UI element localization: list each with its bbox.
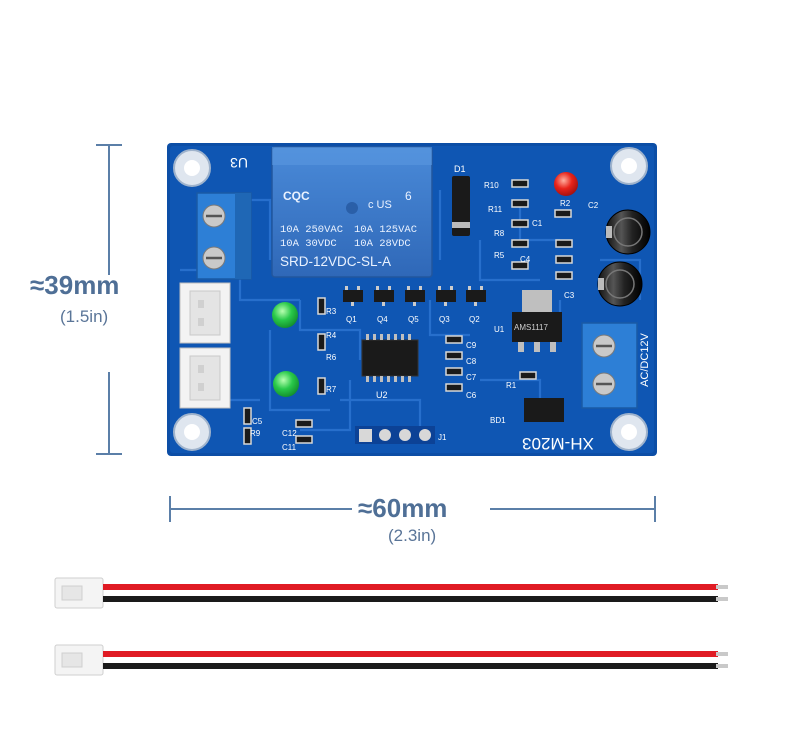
bridge-rectifier: BD1: [490, 398, 564, 425]
transistor-q3: [436, 286, 456, 306]
mounting-hole-bottom-left: [173, 413, 211, 451]
relay-rating-2: 10A 125VAC: [354, 224, 417, 236]
silkscreen-u3: U3: [230, 155, 248, 171]
silkscreen-q5: Q5: [408, 315, 419, 324]
silkscreen-c12: C12: [282, 429, 297, 438]
silkscreen-r9: R9: [250, 429, 261, 438]
logic-ic-u2: U2: [361, 334, 419, 400]
silkscreen-c6: C6: [466, 391, 477, 400]
output-screw-terminal: [196, 192, 252, 280]
relay-rating-4: 10A 28VDC: [354, 238, 411, 250]
silkscreen-c3: C3: [564, 291, 575, 300]
power-led-red: [554, 172, 578, 196]
width-dimension-line: [170, 508, 352, 510]
relay: CQC c US 6 10A 250VAC 10A 125VAC 10A 30V…: [271, 146, 433, 278]
silkscreen-r3: R3: [326, 307, 337, 316]
transistor-q1: [343, 286, 363, 306]
silkscreen-c2: C2: [588, 201, 599, 210]
height-dimension-cap-top: [96, 144, 122, 146]
jumper-wire-1: [54, 577, 728, 609]
transistor-q5: [405, 286, 425, 306]
electrolytic-capacitor-2: [597, 261, 643, 307]
silkscreen-c9: C9: [466, 341, 477, 350]
height-dimension-sublabel: (1.5in): [60, 307, 109, 326]
sensor-connector-1: [179, 282, 231, 344]
silkscreen-j1: J1: [438, 433, 447, 442]
silkscreen-q3: Q3: [439, 315, 450, 324]
relay-ul-mark: c US: [368, 199, 392, 211]
width-dimension-line: [490, 508, 655, 510]
silkscreen-c8: C8: [466, 357, 477, 366]
relay-pin-count: 6: [405, 189, 412, 203]
silkscreen-r2: R2: [560, 199, 571, 208]
silkscreen-c4: C4: [520, 255, 531, 264]
silkscreen-r10: R10: [484, 181, 499, 190]
silkscreen-c11: C11: [282, 443, 297, 452]
silkscreen-q2: Q2: [469, 315, 480, 324]
height-dimension-line: [108, 372, 110, 454]
power-screw-terminal: [581, 322, 638, 409]
power-input-label: AC/DC12V: [639, 332, 651, 386]
silkscreen-c7: C7: [466, 373, 477, 382]
height-dimension-label: ≈39mm: [30, 270, 120, 300]
diode: D1: [452, 164, 470, 236]
silkscreen-u2: U2: [376, 390, 388, 400]
silkscreen-r1: R1: [506, 381, 517, 390]
silkscreen-r7: R7: [326, 385, 337, 394]
relay-rating-1: 10A 250VAC: [280, 224, 343, 236]
silkscreen-r6: R6: [326, 353, 337, 362]
status-led-green-bottom: [273, 371, 299, 397]
relay-logo: CQC: [283, 189, 310, 203]
silkscreen-c1: C1: [532, 219, 543, 228]
smd-components: [243, 179, 573, 445]
silkscreen-c5: C5: [252, 417, 263, 426]
electrolytic-capacitor-1: [605, 209, 651, 255]
mounting-hole-top-right: [610, 147, 648, 185]
sensor-connector-2: [179, 347, 231, 409]
regulator-marking: AMS1117: [514, 323, 548, 332]
silkscreen-r4: R4: [326, 331, 337, 340]
programming-header: J1: [355, 426, 447, 444]
jumper-wire-2: [54, 644, 728, 676]
voltage-regulator: AMS1117 U1: [494, 290, 562, 352]
silkscreen-r5: R5: [494, 251, 505, 260]
board-model-label: XH-M203: [522, 434, 594, 453]
height-dimension-line: [108, 145, 110, 275]
transistor-q4: [374, 286, 394, 306]
transistor-q2: [466, 286, 486, 306]
mounting-hole-bottom-right: [610, 413, 648, 451]
silkscreen-r11: R11: [488, 205, 503, 214]
width-dimension-label: ≈60mm: [358, 493, 448, 523]
silkscreen-q1: Q1: [346, 315, 357, 324]
mounting-hole-top-left: [173, 149, 211, 187]
relay-rating-3: 10A 30VDC: [280, 238, 337, 250]
width-dimension-cap-left: [169, 496, 171, 522]
width-dimension-sublabel: (2.3in): [388, 526, 437, 545]
silkscreen-bd1: BD1: [490, 416, 506, 425]
width-dimension-cap-right: [654, 496, 656, 522]
silkscreen-d1: D1: [454, 164, 466, 174]
silkscreen-u1: U1: [494, 325, 505, 334]
silkscreen-r8: R8: [494, 229, 505, 238]
relay-model: SRD-12VDC-SL-A: [280, 254, 391, 269]
height-dimension-cap-bottom: [96, 453, 122, 455]
silkscreen-q4: Q4: [377, 315, 388, 324]
status-led-green-top: [272, 302, 298, 328]
